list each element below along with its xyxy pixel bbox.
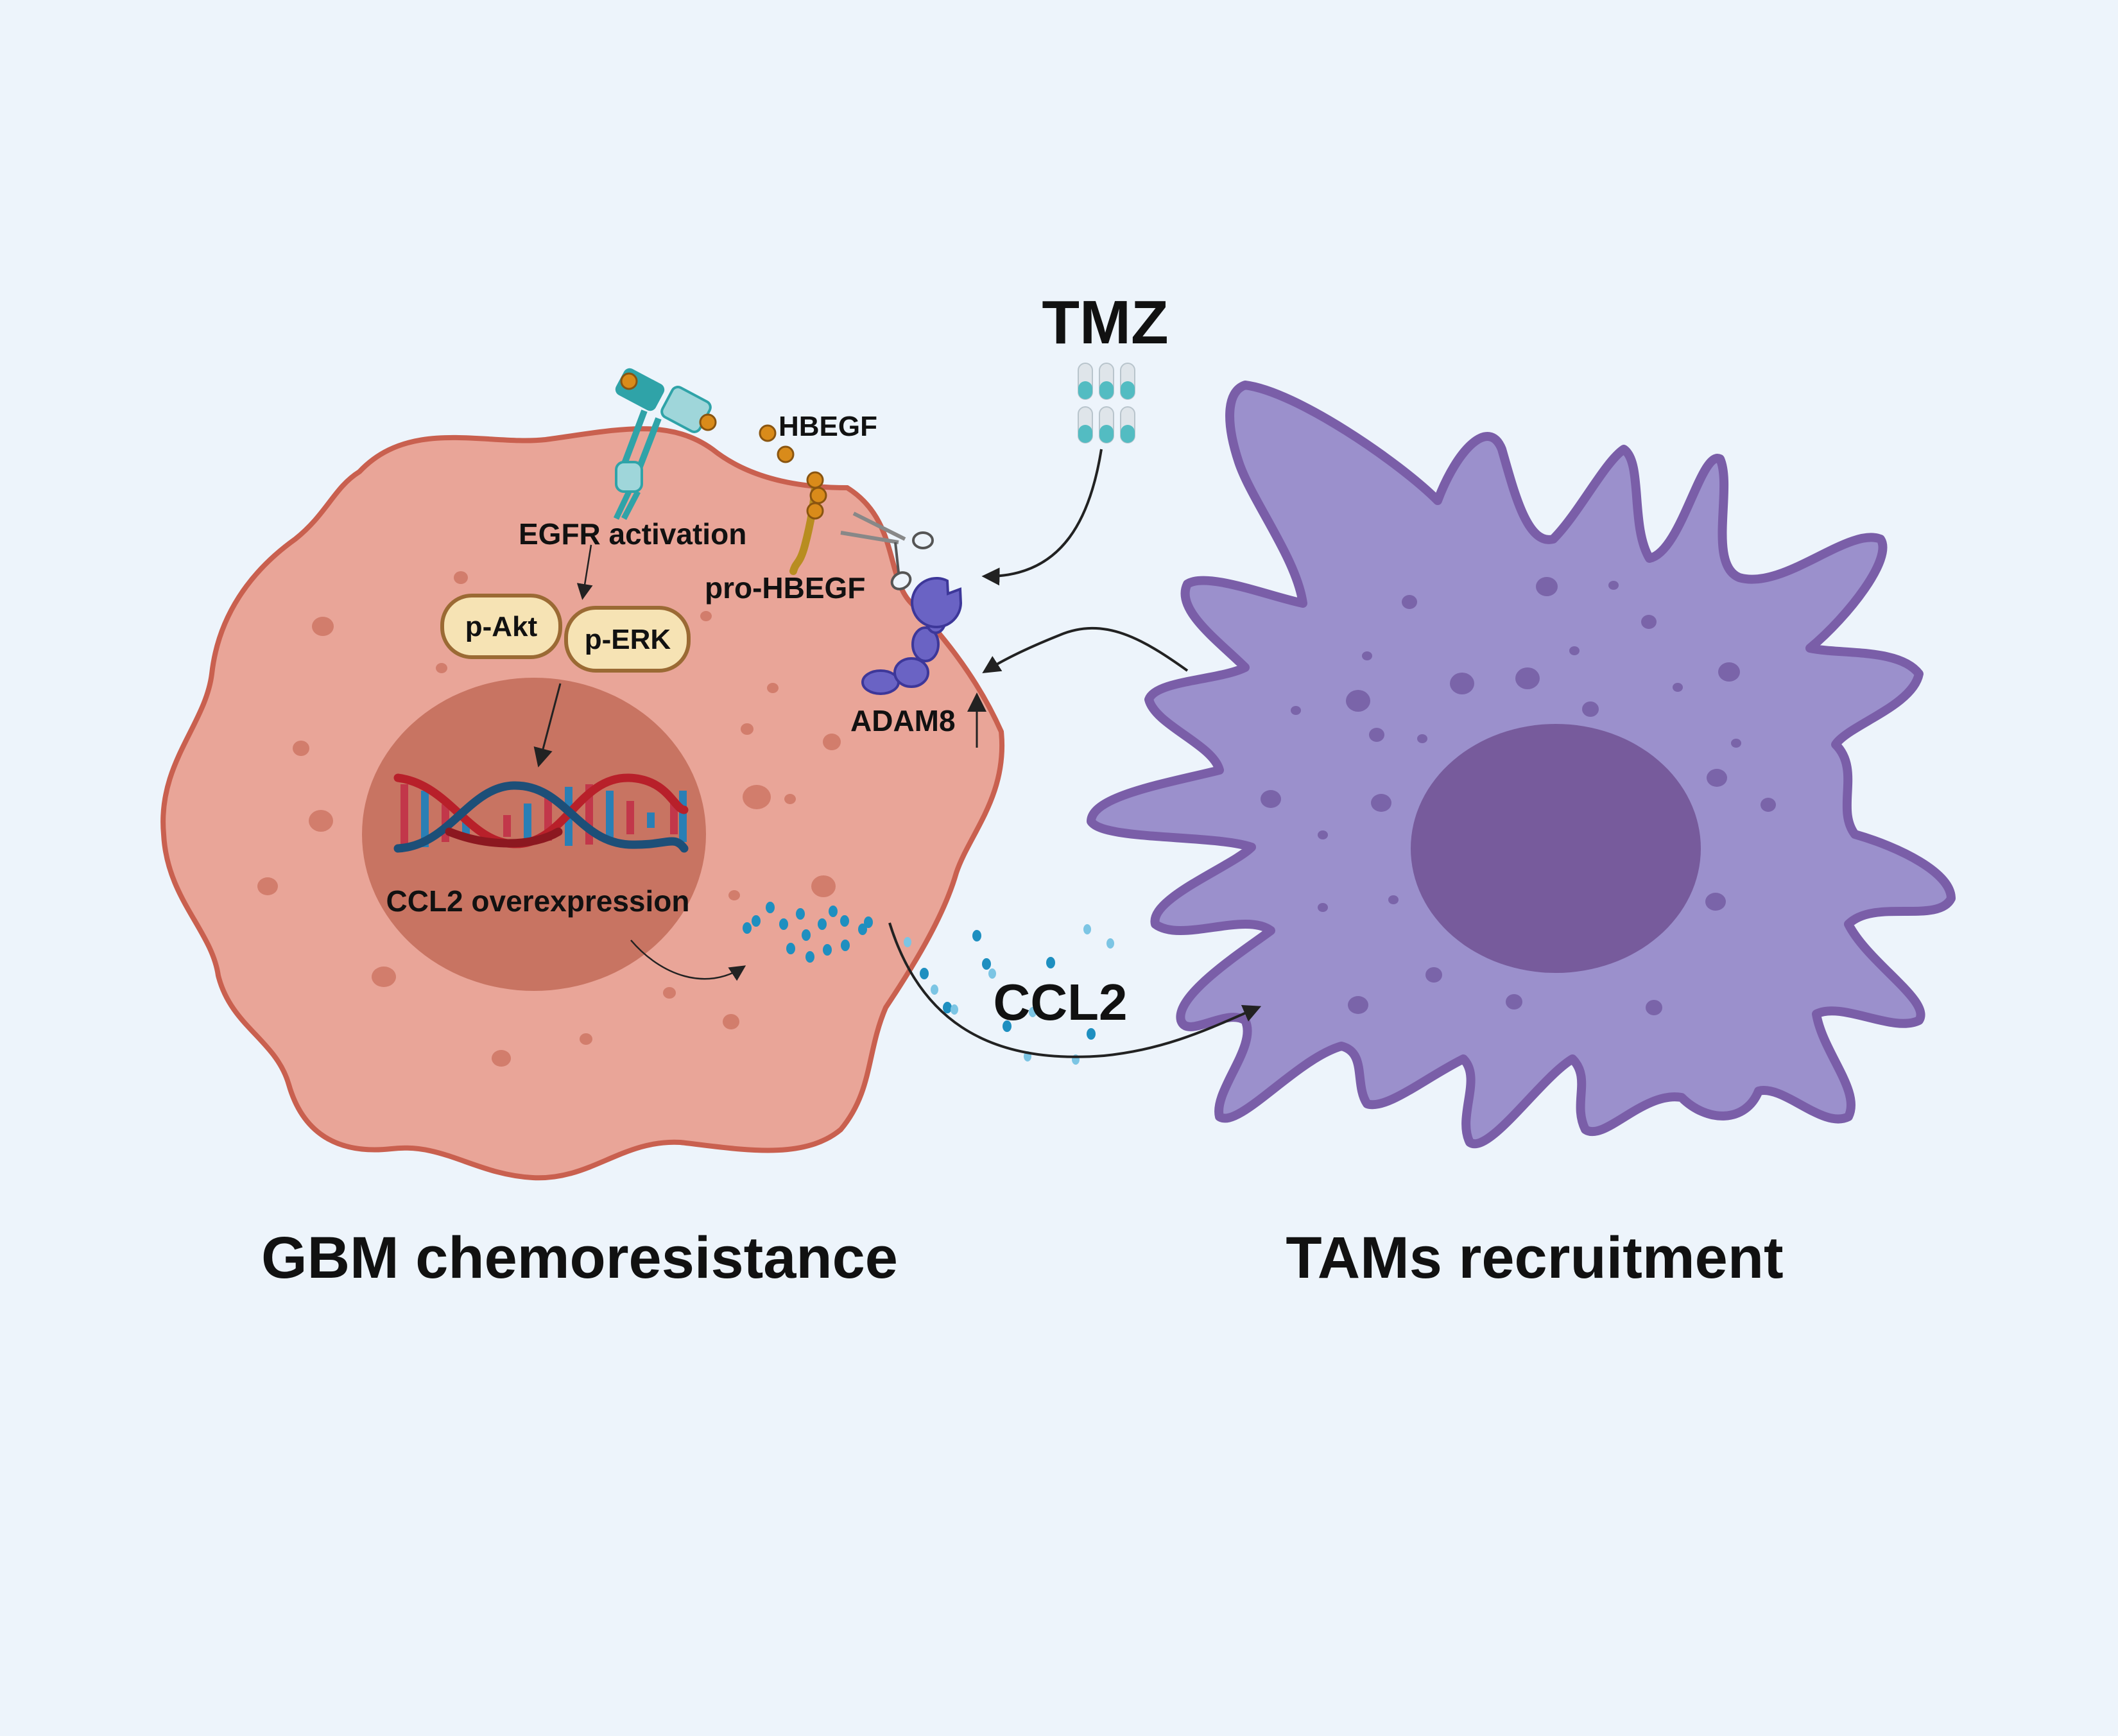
p-erk-pill: p-ERK [564, 606, 691, 673]
pro-hbegf-icon [789, 471, 827, 575]
capsule-icon [1078, 363, 1135, 443]
adam8-label: ADAM8 [850, 704, 956, 737]
arrow-nucleus-to-ccl2 [630, 940, 746, 981]
p-akt-label: p-Akt [465, 611, 538, 642]
ccl2-overexpression-label: CCL2 overexpression [386, 884, 690, 918]
tams-recruitment-title: TAMs recruitment [1286, 1225, 1783, 1291]
hbegf-label: HBEGF [779, 411, 877, 442]
scissors-icon [840, 511, 934, 590]
egfr-activation-label: EGFR activation [519, 517, 746, 551]
tam-nucleus [1411, 724, 1701, 973]
arrow-egfr-to-akt [576, 544, 593, 600]
gbm-chemoresistance-title: GBM chemoresistance [261, 1225, 898, 1291]
pro-hbegf-label: pro-HBEGF [705, 571, 865, 605]
gbm-organelles [257, 571, 841, 1067]
adam8-protease-icon [861, 577, 963, 695]
dna-helix-icon [393, 773, 689, 853]
egfr-bound-ligand-icon [620, 372, 717, 431]
arrow-tam-to-adam8 [982, 626, 1189, 674]
p-erk-label: p-ERK [585, 624, 671, 655]
arrow-ccl2-to-tam [888, 922, 1262, 1058]
tmz-label: TMZ [1042, 288, 1168, 357]
tam-organelles [1261, 577, 1776, 1015]
p-akt-pill: p-Akt [440, 594, 562, 659]
tam-cell [1087, 381, 1956, 1149]
arrow-kinase-to-dna [533, 683, 562, 768]
arrows [533, 449, 1262, 1058]
gbm-nucleus [362, 678, 706, 991]
arrow-tmz-to-adam8 [981, 449, 1103, 586]
hbegf-ligand-icon [759, 424, 795, 463]
ccl2-particle-icon [743, 902, 1114, 1065]
ccl2-label: CCL2 [994, 974, 1128, 1031]
